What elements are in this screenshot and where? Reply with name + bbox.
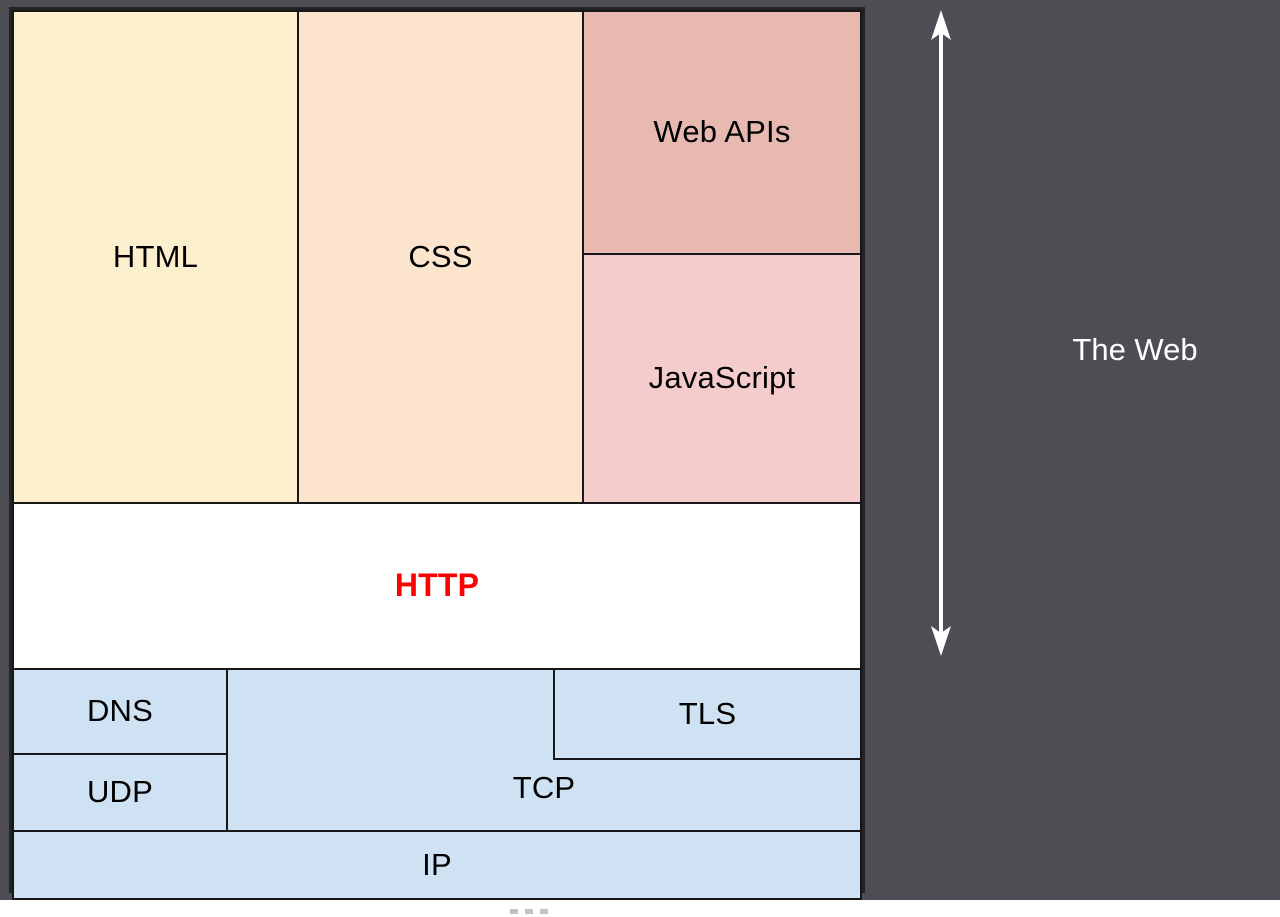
double-headed-vertical-arrow-icon [931, 10, 951, 656]
stack-cell-web-apis[interactable]: Web APIs [582, 10, 862, 255]
stack-cell-html-label: HTML [112, 238, 199, 274]
handle-dot [540, 909, 548, 914]
stack-cell-udp-label: UDP [86, 774, 154, 810]
stack-cell-tcp-label: TCP [512, 769, 576, 805]
handle-dot [510, 909, 518, 914]
stack-cell-http-label: HTTP [394, 567, 480, 604]
stack-cell-http[interactable]: HTTP [12, 502, 862, 670]
stack-cell-ip-label: IP [422, 846, 452, 882]
scope-label: The Web [1072, 332, 1198, 367]
handle-dot [525, 909, 533, 914]
bottom-strip [0, 900, 1280, 917]
stack-cell-html[interactable]: HTML [12, 10, 299, 504]
stack-cell-dns-label: DNS [86, 693, 154, 729]
drag-handle-dots-icon[interactable] [510, 909, 548, 914]
web-stack-container: HTML CSS Web APIs JavaScript HTTP TCP TL… [9, 7, 865, 900]
stack-cell-ip[interactable]: IP [12, 830, 862, 900]
stack-cell-javascript[interactable]: JavaScript [582, 253, 862, 504]
stack-cell-css[interactable]: CSS [297, 10, 584, 504]
stack-cell-web-apis-label: Web APIs [653, 114, 791, 150]
stack-cell-javascript-label: JavaScript [648, 360, 796, 396]
stack-cell-udp[interactable]: UDP [12, 753, 228, 832]
stack-cell-css-label: CSS [408, 238, 473, 274]
stack-cell-dns[interactable]: DNS [12, 668, 228, 755]
stack-cell-tls[interactable]: TLS [553, 668, 862, 760]
stack-cell-tls-label: TLS [678, 695, 737, 731]
